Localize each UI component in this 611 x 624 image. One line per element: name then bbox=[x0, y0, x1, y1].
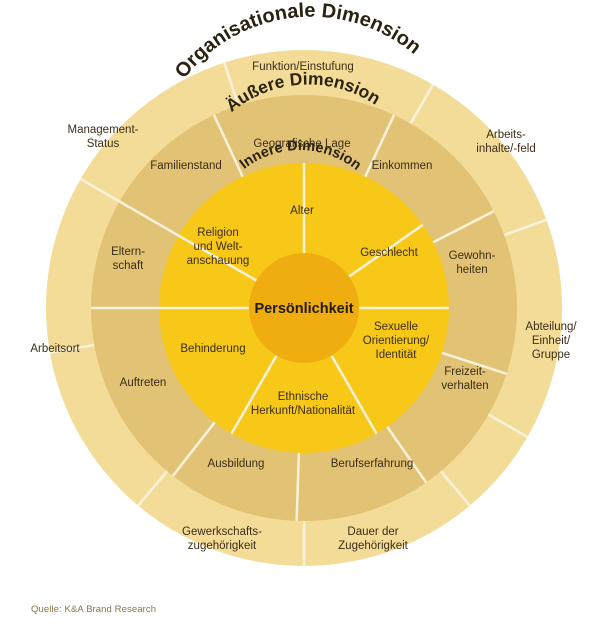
divider-line bbox=[503, 218, 547, 237]
divider-line bbox=[49, 343, 95, 355]
divider-line bbox=[118, 200, 180, 237]
middle-segment-label: Eltern-schaft bbox=[111, 246, 145, 272]
divider-line bbox=[223, 62, 240, 106]
outer-segment-label: Management-Status bbox=[68, 124, 139, 150]
divider-line bbox=[137, 470, 169, 507]
outer-segment-label: Funktion/Einstufung bbox=[252, 61, 354, 73]
divider-line bbox=[439, 470, 471, 507]
outer-ring-labels: Funktion/EinstufungArbeits-inhalte/-feld… bbox=[30, 61, 577, 552]
divider-line bbox=[230, 354, 278, 435]
outer-segment-label: Gewerkschafts-zugehörigkeit bbox=[182, 526, 262, 552]
inner-segment-label: Alter bbox=[290, 205, 314, 217]
divider-line bbox=[386, 426, 428, 484]
inner-segment-label: Geschlecht bbox=[360, 247, 418, 259]
middle-segment-label: Auftreten bbox=[120, 377, 167, 389]
divider-line bbox=[441, 351, 507, 375]
middle-segment-label: Berufserfahrung bbox=[331, 458, 413, 470]
divider-line bbox=[295, 452, 301, 521]
divider-line bbox=[432, 210, 495, 244]
divider-line bbox=[177, 234, 258, 282]
diversity-wheel-diagram: Organisationale Dimension Äußere Dimensi… bbox=[30, 0, 577, 566]
middle-segment-label: Geografische Lage bbox=[253, 138, 350, 150]
middle-segment-label: Gewohn-heiten bbox=[449, 250, 496, 276]
inner-segment-label: Behinderung bbox=[180, 343, 245, 355]
middle-segment-label: Ausbildung bbox=[208, 458, 265, 470]
outer-segment-label: Abteilung/Einheit/Gruppe bbox=[525, 321, 577, 361]
divider-line bbox=[79, 177, 121, 203]
segment-dividers bbox=[49, 62, 547, 566]
middle-segment-label: Freizeit-verhalten bbox=[441, 366, 488, 392]
outer-segment-label: Arbeits-inhalte/-feld bbox=[476, 129, 535, 155]
divider-line bbox=[330, 354, 378, 435]
core-label: Persönlichkeit bbox=[254, 301, 353, 317]
divider-line bbox=[212, 114, 244, 178]
divider-line bbox=[364, 114, 396, 178]
outer-segment-label: Arbeitsort bbox=[30, 343, 80, 355]
middle-segment-label: Einkommen bbox=[372, 160, 433, 172]
source-caption: Quelle: K&A Brand Research bbox=[31, 604, 157, 615]
middle-segment-label: Familienstand bbox=[150, 160, 222, 172]
divider-line bbox=[171, 421, 216, 477]
divider-line bbox=[409, 83, 435, 125]
divider-line bbox=[487, 413, 529, 439]
middle-ring-labels: Geografische LageEinkommenGewohn-heitenF… bbox=[111, 138, 495, 470]
core-circle bbox=[249, 253, 359, 363]
divider-line bbox=[348, 223, 424, 278]
